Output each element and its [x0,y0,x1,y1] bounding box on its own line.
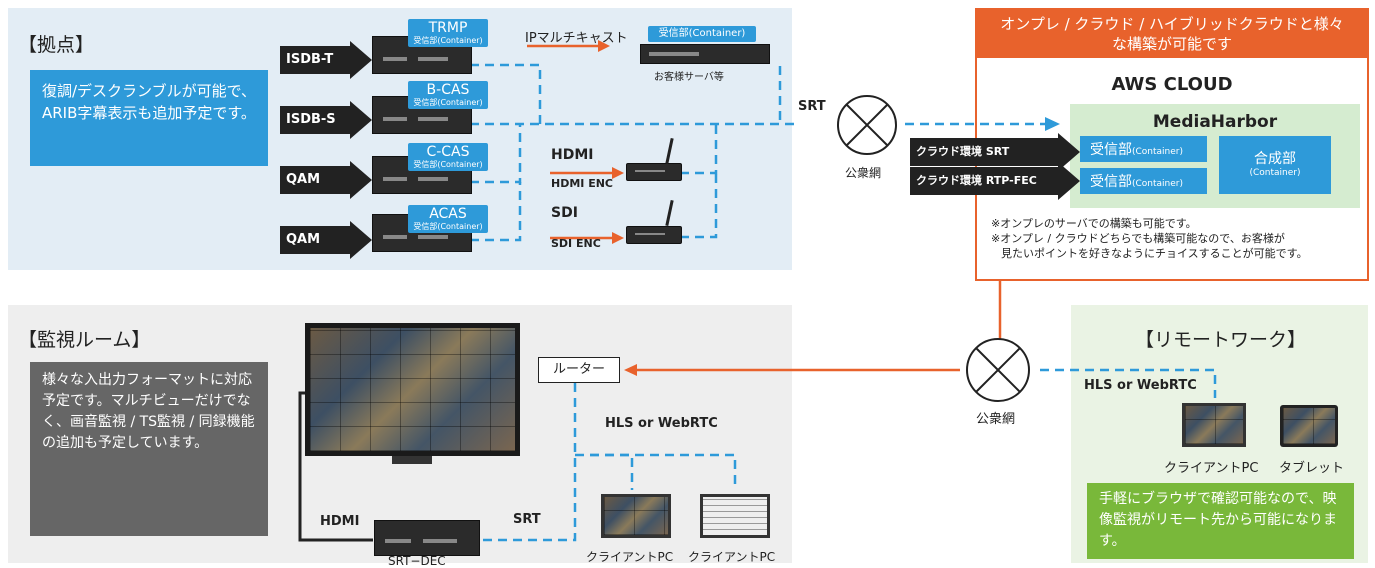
monitor-srt-label: SRT [513,512,541,527]
signal-input-2: ISDB-S [280,101,372,139]
receiver-badge-3-name: C-CAS [426,144,470,160]
client-pc-1 [601,494,671,538]
receiver-badge-2-sub: 受信部(Container) [413,98,483,107]
server-label: お客様サーバ等 [654,72,724,83]
signal-input-1-label: ISDB-T [286,52,334,67]
cloud-receiver-2-sub: (Container) [1132,179,1184,189]
receiver-badge-1-sub: 受信部(Container) [413,36,483,45]
public-net-label-bottom: 公衆網 [976,412,1016,427]
tablet [1280,405,1338,447]
cloud-receiver-1-label: 受信部 [1090,142,1132,158]
compositor-sub: (Container) [1249,168,1301,178]
sdi-enc-label: SDI ENC [551,237,601,250]
sdi-label: SDI [551,205,578,221]
cloud-receiver-1-sub: (Container) [1132,147,1184,157]
monitor-hdmi-label: HDMI [320,514,360,529]
cloud-note-1: ※オンプレのサーバでの構築も可能です。 [991,217,1197,230]
cloud-note-2: ※オンプレ / クラウドどちらでも構築可能なので、お客様が [991,232,1285,245]
multiview-screen [310,328,515,451]
client-pc-1-label: クライアントPC [586,550,674,564]
sdi-encoder-device [626,226,682,244]
remote-client-pc-screen [1185,406,1243,444]
remote-client-pc-label: クライアントPC [1164,461,1259,476]
tablet-label: タブレット [1279,461,1345,476]
cloud-header: オンプレ / クラウド / ハイブリッドクラウドと様々な構築が可能です [977,10,1367,58]
compositor-label: 合成部 [1254,151,1296,167]
receiver-badge-3-sub: 受信部(Container) [413,160,483,169]
tablet-screen [1283,408,1335,444]
server-badge: 受信部(Container) [648,26,756,42]
signal-input-1: ISDB-T [280,41,372,79]
cloud-input-srt: クラウド環境 SRT [910,133,1082,171]
mediaharbor-title: MediaHarbor [1152,112,1278,132]
client-pc-2-screen [703,497,767,535]
remote-note-text: 手軽にブラウザで確認可能なので、映像監視がリモート先から可能になります。 [1099,491,1337,549]
signal-input-2-label: ISDB-S [286,112,336,127]
site-note-text: 復調/デスクランブルが可能で、ARIB字幕表示も追加予定です。 [42,82,257,122]
client-pc-1-screen [604,497,668,535]
monitor-note: 様々な入出力フォーマットに対応予定です。マルチビューだけでなく、画音監視 / T… [30,362,268,536]
server-badge-text: 受信部(Container) [658,28,746,39]
site-note: 復調/デスクランブルが可能で、ARIB字幕表示も追加予定です。 [30,70,268,166]
cloud-receiver-2: 受信部(Container) [1080,168,1207,194]
monitor-stand [392,456,432,464]
cloud-receiver-2-label: 受信部 [1090,174,1132,190]
cloud-header-text: オンプレ / クラウド / ハイブリッドクラウドと様々な構築が可能です [1000,15,1344,53]
receiver-badge-2-name: B-CAS [426,82,470,98]
multiview-monitor [305,323,520,456]
signal-input-3: QAM [280,161,372,199]
monitor-hls-label: HLS or WebRTC [605,416,718,431]
receiver-badge-1-name: TRMP [428,20,468,36]
signal-input-4-label: QAM [286,232,321,247]
remote-client-pc [1182,403,1246,447]
ip-multicast-label: IPマルチキャスト [525,31,628,46]
receiver-badge-4-sub: 受信部(Container) [413,222,483,231]
public-net-label-top: 公衆網 [845,166,882,180]
cloud-note-3: 見たいポイントを好きなようにチョイスすることが可能です。 [1001,247,1308,260]
cloud-receiver-1: 受信部(Container) [1080,136,1207,162]
remote-hls-label: HLS or WebRTC [1084,378,1197,393]
cloud-input-rtp-label: クラウド環境 RTP-FEC [916,174,1037,187]
signal-input-4: QAM [280,221,372,259]
client-pc-2 [700,494,770,538]
client-pc-2-label: クライアントPC [688,550,776,564]
public-net-symbol-bottom [966,338,1030,402]
srt-decoder-device [374,520,480,556]
site-title: 【拠点】 [18,34,95,56]
monitor-note-text: 様々な入出力フォーマットに対応予定です。マルチビューだけでなく、画音監視 / T… [42,372,255,451]
server-device [640,44,770,64]
signal-input-3-label: QAM [286,172,321,187]
public-net-symbol-top [837,95,897,155]
srt-label-top: SRT [798,99,826,114]
cloud-panel: オンプレ / クラウド / ハイブリッドクラウドと様々な構築が可能です AWS … [975,8,1369,281]
router-box: ルーター [538,357,620,383]
compositor: 合成部 (Container) [1219,136,1331,194]
cloud-input-rtp: クラウド環境 RTP-FEC [910,162,1082,200]
cloud-input-srt-label: クラウド環境 SRT [916,145,1010,158]
hdmi-encoder-device [626,163,682,181]
aws-title: AWS CLOUD [1111,74,1233,95]
remote-title: 【リモートワーク】 [1135,329,1307,351]
monitor-title: 【監視ルーム】 [18,329,151,351]
hdmi-enc-label: HDMI ENC [551,177,613,190]
srt-decoder-label: SRT−DEC [388,554,446,568]
router-label: ルーター [552,362,605,377]
receiver-badge-4-name: ACAS [429,206,467,222]
remote-note: 手軽にブラウザで確認可能なので、映像監視がリモート先から可能になります。 [1087,483,1354,559]
hdmi-label: HDMI [551,147,594,163]
